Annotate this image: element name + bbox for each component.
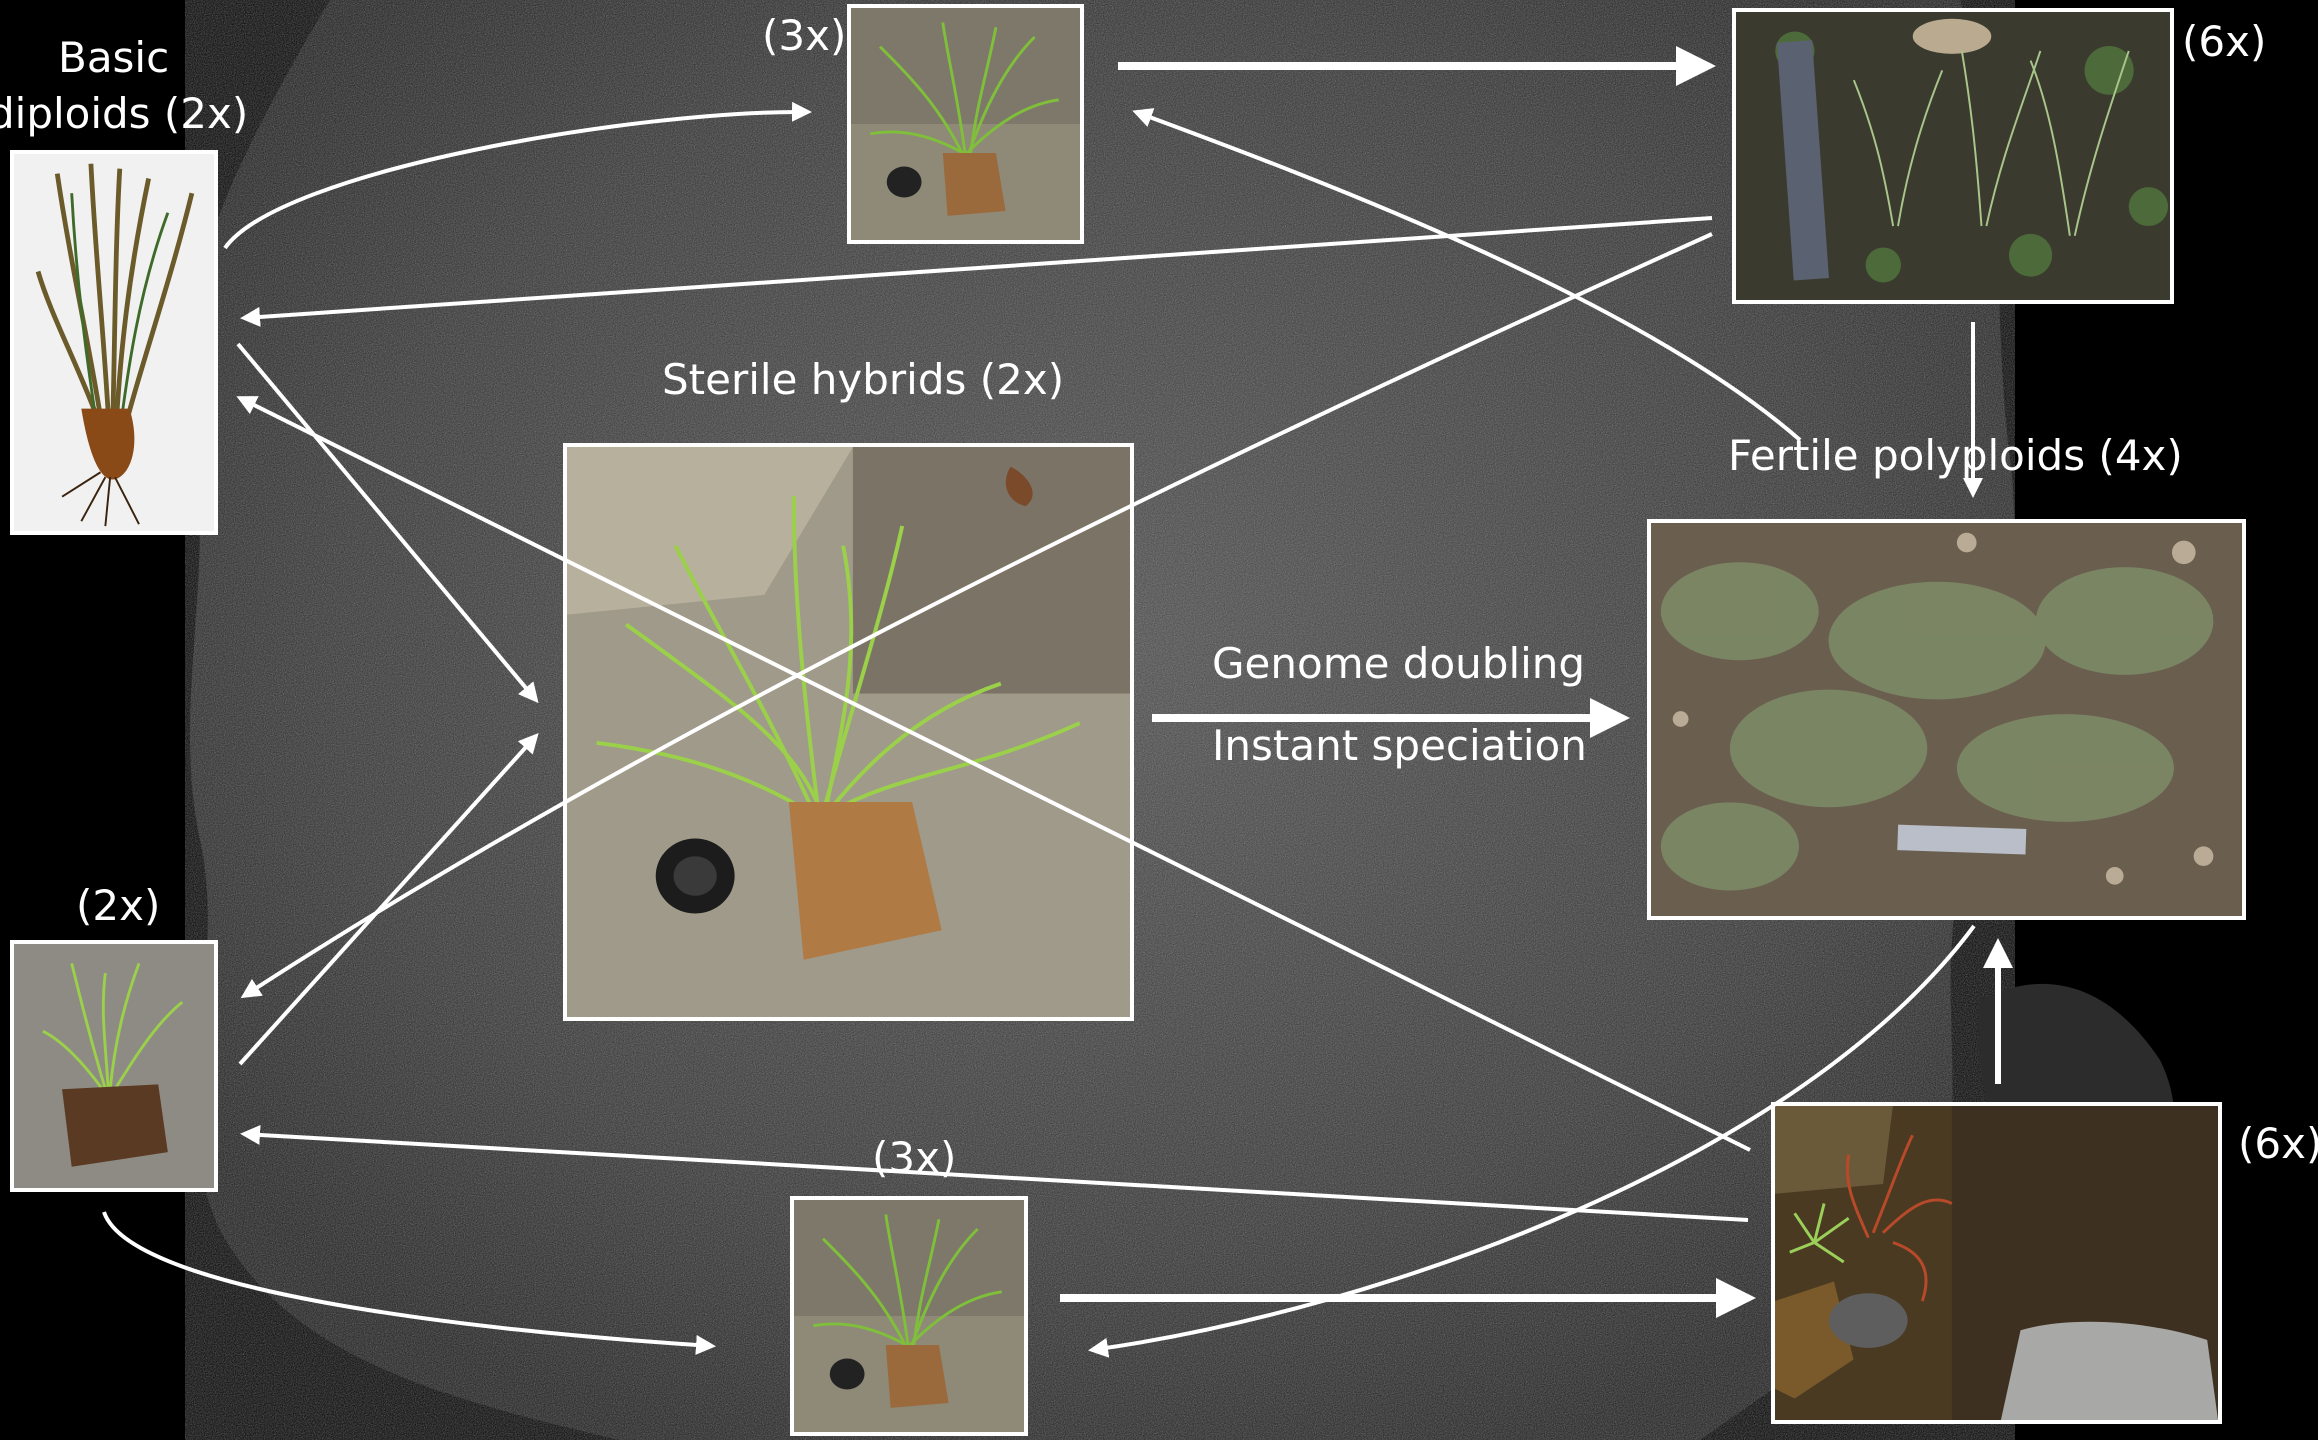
arrow-top-hexaploid-to-basic [244, 218, 1712, 318]
sterile-hybrids-label: Sterile hybrids (2x) [662, 354, 1064, 407]
arrow-fertile-polyploid-to-top-triploid [1136, 112, 1800, 440]
arrow-left-diploid-to-sterile-hybrid [240, 736, 536, 1064]
instant-speciation-label: Instant speciation [1212, 720, 1587, 773]
genome-doubling-label: Genome doubling [1212, 638, 1585, 691]
basic-diploids-label-line1: Basic [58, 32, 169, 85]
arrow-left-diploid-to-bottom-triploid [104, 1212, 712, 1346]
arrow-bottom-hexaploid-to-left-diploid [244, 1134, 1748, 1220]
fertile-polyploids-label: Fertile polyploids (4x) [1728, 430, 2183, 483]
arrow-fertile-to-bottom-triploid [1092, 926, 1974, 1350]
bottom-hexaploid-label: (6x) [2238, 1118, 2318, 1171]
arrow-basic-to-top-triploid [225, 112, 808, 248]
top-triploid-label: (3x) [762, 10, 846, 63]
arrow-bottom-hexaploid-to-basic [240, 398, 1750, 1150]
bottom-triploid-label: (3x) [872, 1132, 956, 1185]
top-hexaploid-label: (6x) [2182, 16, 2266, 69]
basic-diploids-label-line2: diploids (2x) [0, 88, 248, 141]
left-diploid-label: (2x) [76, 880, 160, 933]
